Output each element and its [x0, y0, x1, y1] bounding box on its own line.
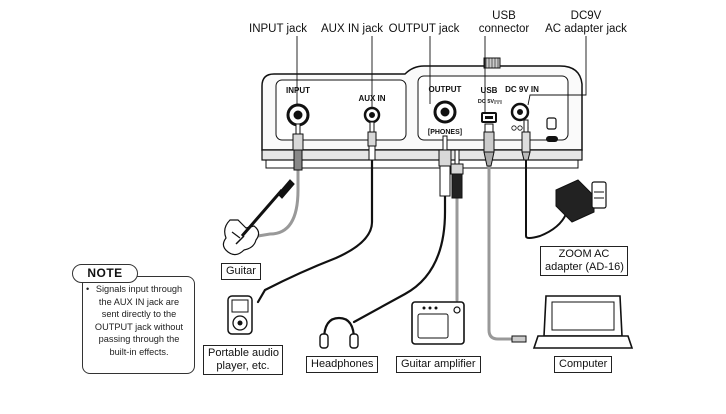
plugs: [292, 119, 531, 199]
guitar-amplifier-icon: [411, 301, 465, 345]
callout-output-jack: OUTPUT jack: [389, 23, 460, 35]
label-portable-audio-line2: player, etc.: [216, 360, 270, 372]
panel-label-output: OUTPUT: [429, 85, 462, 94]
callout-aux-in-jack: AUX IN jack: [321, 23, 383, 35]
panel-label-usb-rating: DC 5V: [478, 99, 495, 105]
label-computer: Computer: [554, 356, 613, 373]
panel-label-phones: [PHONES]: [428, 129, 462, 136]
note-box: [82, 276, 195, 374]
panel-label-dc9v-in: DC 9V IN: [505, 85, 539, 94]
label-ac-adapter-line1: ZOOM AC: [558, 248, 610, 260]
computer-icon: [511, 295, 634, 349]
portable-audio-player-icon: [227, 295, 253, 335]
headphones-icon: [319, 316, 359, 349]
device-rear-panel: [261, 57, 583, 169]
label-guitar-amplifier: Guitar amplifier: [396, 356, 481, 373]
note-title: NOTE: [72, 264, 138, 283]
callout-dc9v-line2: AC adapter jack: [545, 23, 627, 35]
label-portable-audio-player: Portable audio player, etc.: [203, 345, 283, 375]
callout-leaders: [296, 36, 587, 112]
callout-usb-connector-line2: connector: [479, 23, 530, 35]
panel-label-usb: USB: [481, 86, 498, 95]
label-ac-adapter: ZOOM AC adapter (AD-16): [540, 246, 628, 276]
security-slot-icon: [546, 117, 557, 130]
panel-label-input: INPUT: [286, 86, 310, 95]
note-bullet: •: [86, 284, 90, 294]
label-headphones: Headphones: [306, 356, 379, 373]
note-text-container: • Signals input through the AUX IN jack …: [86, 283, 188, 359]
callout-usb-connector-line1: USB: [492, 10, 516, 22]
note-text: Signals input through the AUX IN jack ar…: [94, 284, 184, 357]
callout-input-jack: INPUT jack: [249, 23, 307, 35]
label-guitar: Guitar: [221, 263, 261, 280]
cables: [256, 156, 567, 341]
callout-dc9v-line1: DC9V: [571, 10, 602, 22]
label-portable-audio-line1: Portable audio: [208, 347, 279, 359]
label-ac-adapter-line2: adapter (AD-16): [545, 261, 624, 273]
guitar-icon: [222, 179, 295, 256]
ac-adapter-icon: [555, 179, 607, 223]
